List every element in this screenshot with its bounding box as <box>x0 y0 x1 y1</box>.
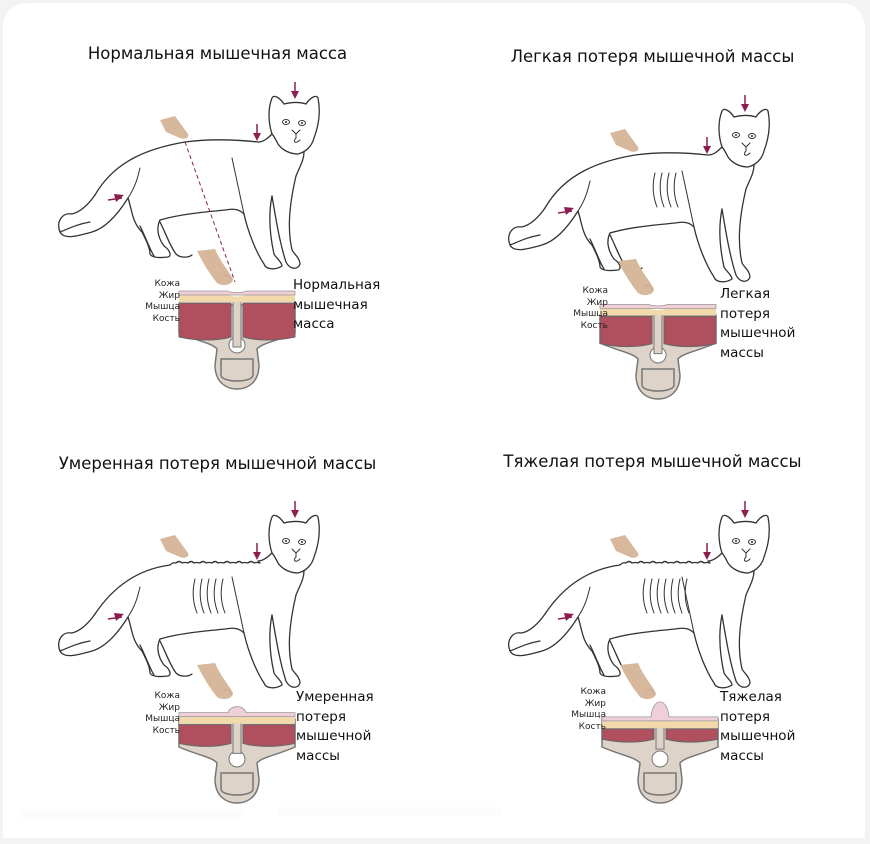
panel-normal-muscle: Нормальная мышечная масса <box>0 0 435 422</box>
muscle-left <box>178 724 232 747</box>
section-caption: Нормальная мышечная масса <box>293 276 380 335</box>
arrow-down-icon <box>703 137 711 154</box>
arrow-left-icon <box>557 207 574 215</box>
panel-mild-loss: Легкая потеря мышечной массы <box>435 0 870 422</box>
muscle-left <box>178 302 232 341</box>
muscle-right <box>663 315 717 348</box>
arrow-down-icon <box>291 82 299 99</box>
panel-title: Тяжелая потеря мышечной массы <box>503 452 802 471</box>
muscle-left <box>601 728 655 743</box>
caption-line: Легкая <box>720 286 771 302</box>
caption-line: потеря <box>296 708 346 725</box>
pointer-finger-icon <box>197 249 233 286</box>
layer-label: Мышца <box>573 309 608 319</box>
layer-label: Жир <box>158 290 180 301</box>
muscle-right <box>242 302 296 341</box>
caption-line: потеря <box>720 708 770 725</box>
cat-drawing <box>508 501 770 689</box>
cat-drawing <box>58 82 320 283</box>
cross-section-diagram <box>601 663 719 804</box>
panel-title: Нормальная мышечная масса <box>87 44 348 63</box>
section-caption: Умеренная потеря мышечной массы <box>296 688 374 766</box>
arrow-down-icon <box>741 95 749 112</box>
divider <box>278 807 502 815</box>
layer-label: Кожа <box>154 279 180 289</box>
caption-line: масса <box>293 316 335 332</box>
divider <box>20 810 242 818</box>
fat-layer <box>600 308 716 316</box>
muscle-right <box>665 728 719 743</box>
arrow-down-icon <box>703 543 711 560</box>
pointer-finger-icon <box>197 663 233 700</box>
panel-moderate-loss: Умеренная потеря мышечной массы <box>0 422 435 844</box>
layer-label: Жир <box>586 297 608 308</box>
caption-line: мышечная <box>293 296 368 313</box>
arrow-down-icon <box>253 543 261 560</box>
layer-label: Кость <box>152 313 180 324</box>
arrow-left-icon <box>107 194 124 202</box>
skin-layer <box>178 706 296 718</box>
layer-label: Жир <box>584 698 606 709</box>
pointer-finger-icon <box>620 663 656 700</box>
caption-line: массы <box>720 747 764 764</box>
layer-label: Кость <box>580 320 608 331</box>
cross-section-diagram <box>178 249 296 390</box>
panel-title: Легкая потеря мышечной массы <box>510 47 795 66</box>
caption-line: мышечной <box>296 728 372 744</box>
panel-severe-loss: Тяжелая потеря мышечной массы <box>435 422 870 844</box>
fat-layer <box>179 710 295 724</box>
caption-line: мышечной <box>720 728 796 744</box>
pointer-finger-icon <box>610 535 639 558</box>
arrow-down-icon <box>291 501 299 518</box>
caption-line: мышечной <box>720 325 796 341</box>
cross-section-diagram <box>178 663 296 804</box>
arrow-left-icon <box>557 613 574 621</box>
section-caption: Тяжелая потеря мышечной массы <box>720 688 795 766</box>
caption-line: Нормальная <box>293 277 381 293</box>
layer-label: Кость <box>152 725 180 736</box>
pointer-finger-icon <box>160 535 189 558</box>
layer-label: Кожа <box>582 286 608 296</box>
pointer-finger-icon <box>610 129 639 152</box>
card <box>3 3 865 838</box>
caption-line: массы <box>296 747 340 764</box>
arrow-left-icon <box>107 613 124 621</box>
layer-label: Кожа <box>580 687 606 697</box>
muscle-left <box>599 315 653 348</box>
layer-label: Мышца <box>145 714 180 724</box>
pointer-finger-icon <box>160 116 189 139</box>
skin-layer <box>601 701 719 722</box>
section-caption: Легкая потеря мышечной массы <box>720 285 795 363</box>
caption-line: Тяжелая <box>720 689 782 705</box>
caption-line: потеря <box>720 305 770 322</box>
skin-layer <box>178 290 296 296</box>
pointer-finger-icon <box>618 259 654 296</box>
arrow-down-icon <box>253 124 261 141</box>
muscle-right <box>242 724 296 747</box>
panel-title: Умеренная потеря мышечной массы <box>58 454 377 473</box>
caption-line: Умеренная <box>296 689 374 705</box>
fat-layer <box>179 295 295 302</box>
layer-label: Мышца <box>571 710 606 720</box>
layer-label: Кожа <box>154 691 180 701</box>
cat-drawing <box>508 95 770 283</box>
cross-section-diagram <box>599 259 717 400</box>
caption-line: массы <box>720 344 764 361</box>
cat-drawing <box>58 501 320 689</box>
arrow-down-icon <box>741 501 749 518</box>
layer-label: Мышца <box>145 302 180 312</box>
skin-layer <box>599 304 717 309</box>
dashed-guide-line <box>184 141 236 283</box>
layer-label: Жир <box>158 702 180 713</box>
layer-label: Кость <box>578 721 606 732</box>
